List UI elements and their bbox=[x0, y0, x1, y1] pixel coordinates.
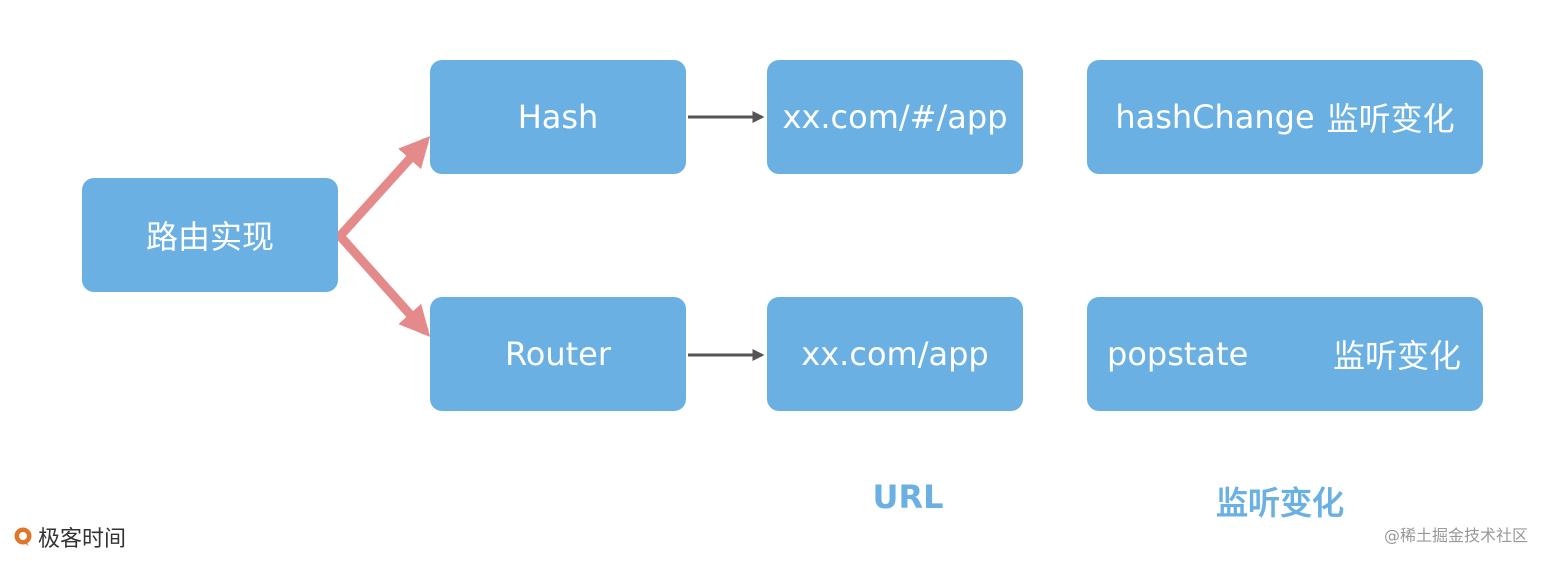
listener-column-caption: 监听变化 bbox=[1215, 484, 1344, 522]
source-credit: @稀土掘金技术社区 bbox=[1383, 526, 1528, 545]
router-mode-node: Router bbox=[430, 297, 686, 411]
branch-arrow-router bbox=[335, 231, 431, 337]
hash-listener-node: hashChange 监听变化 bbox=[1087, 60, 1483, 174]
hash-mode-label: Hash bbox=[517, 98, 599, 136]
router-listener-node: popstate 监听变化 bbox=[1087, 297, 1483, 411]
hash-url-label: xx.com/#/app bbox=[782, 98, 1008, 136]
hash-url-node: xx.com/#/app bbox=[767, 60, 1023, 174]
brand-logo-text: 极客时间 bbox=[38, 527, 127, 552]
hash-listener-text: 监听变化 bbox=[1326, 100, 1455, 138]
hash-mode-node: Hash bbox=[430, 60, 686, 174]
brand-logo: 极客时间 bbox=[12, 521, 126, 553]
root-node: 路由实现 bbox=[82, 178, 338, 292]
router-listener-text: 监听变化 bbox=[1332, 337, 1461, 375]
geek-time-logo-icon bbox=[14, 527, 32, 546]
branch-arrow-hash bbox=[335, 136, 431, 241]
root-node-label: 路由实现 bbox=[145, 218, 274, 256]
router-listener-event: popstate bbox=[1107, 335, 1249, 373]
router-url-label: xx.com/app bbox=[801, 335, 989, 373]
hash-listener-event: hashChange bbox=[1115, 98, 1315, 136]
router-url-node: xx.com/app bbox=[767, 297, 1023, 411]
router-mode-label: Router bbox=[504, 335, 612, 373]
url-column-caption: URL bbox=[872, 478, 944, 516]
